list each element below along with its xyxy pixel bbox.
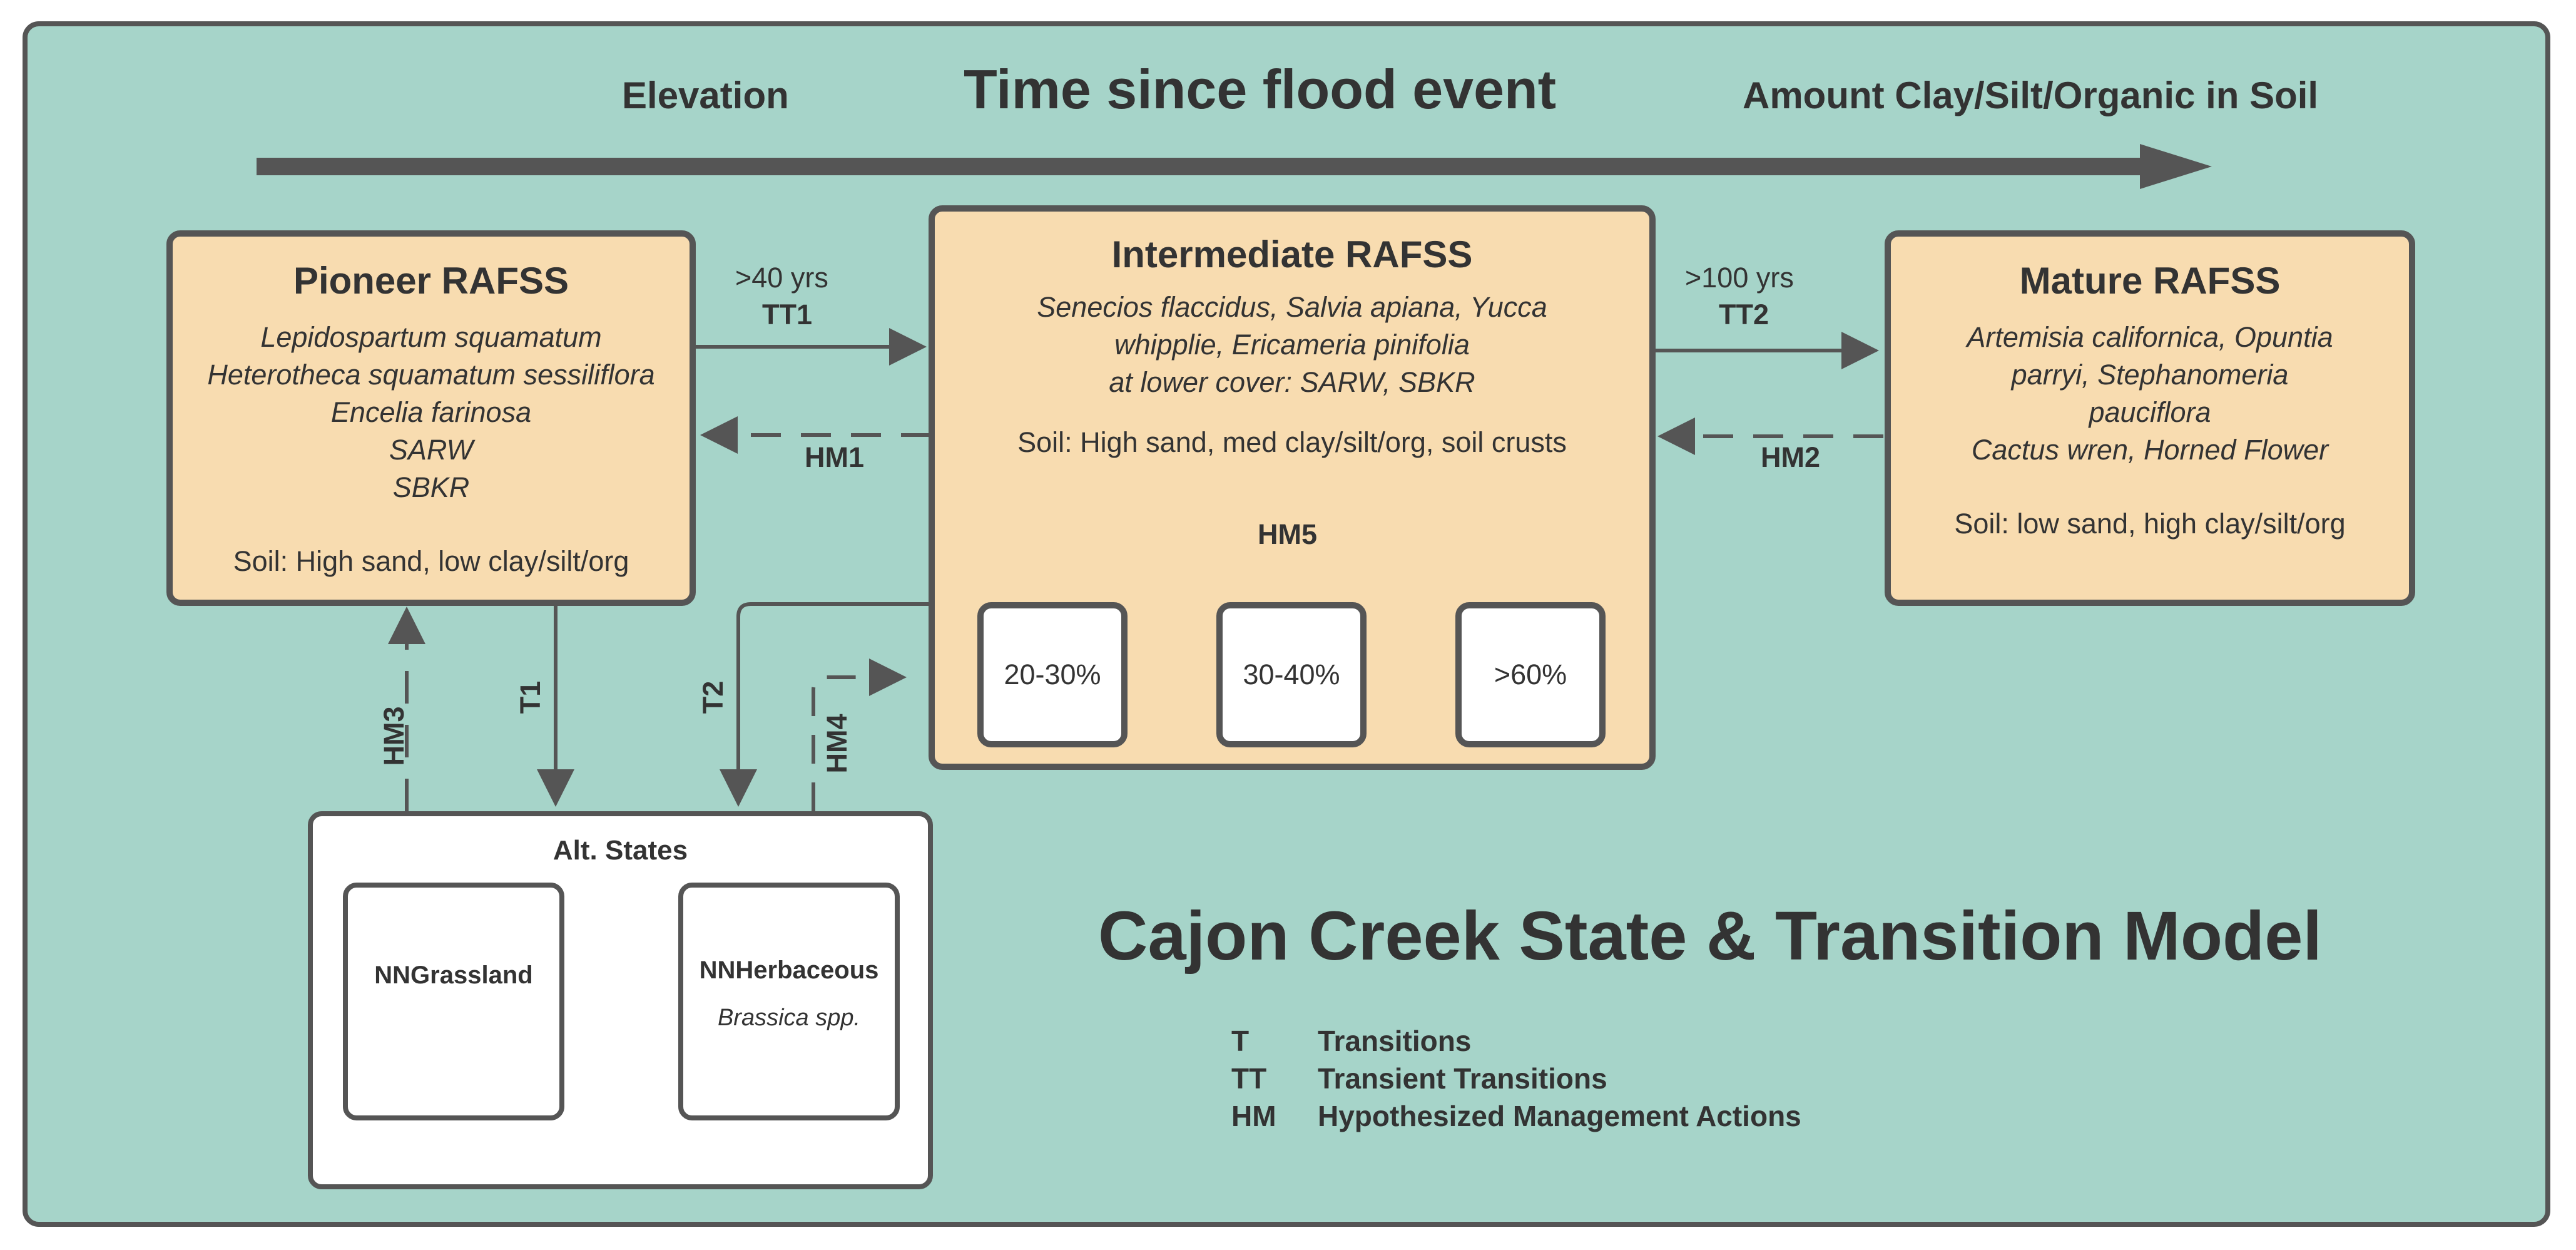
model-title: Cajon Creek State & Transition Model	[1098, 898, 2322, 975]
nngrassland-label: NNGrassland	[374, 961, 533, 989]
t2-label: T2	[697, 680, 729, 714]
species-item: Encelia farinosa	[330, 396, 532, 428]
species-item: pauciflora	[2089, 396, 2211, 428]
cover-box: >60%	[1455, 602, 1606, 747]
hm4-label: HM4	[821, 714, 853, 774]
tt1-label: TT1	[762, 299, 813, 330]
hm1-label: HM1	[805, 441, 865, 473]
legend-text: Hypothesized Management Actions	[1318, 1100, 1801, 1132]
elevation-label: Elevation	[622, 74, 789, 116]
species-item: Lepidospartum squamatum	[260, 321, 602, 353]
species-item: Heterotheca squamatum sessiliflora	[207, 359, 655, 391]
hm5-label: HM5	[1258, 518, 1318, 550]
intermediate-soil: Soil: High sand, med clay/silt/org, soil…	[1017, 426, 1567, 458]
species-item: at lower cover: SARW, SBKR	[1109, 366, 1475, 398]
cover-box: 30-40%	[1216, 602, 1367, 747]
species-item: SARW	[389, 434, 474, 466]
nnherbaceous-label: NNHerbaceous	[699, 956, 879, 984]
species-item: whipplie, Ericameria pinifolia	[1114, 329, 1470, 361]
cover-box: 20-30%	[977, 602, 1128, 747]
species-item: parryi, Stephanomeria	[2011, 359, 2289, 391]
species-item: Cactus wren, Horned Flower	[1971, 434, 2329, 466]
mature-soil: Soil: low sand, high clay/silt/org	[1954, 508, 2346, 540]
soil-amount-label: Amount Clay/Silt/Organic in Soil	[1743, 74, 2319, 116]
pioneer-title: Pioneer RAFSS	[293, 260, 569, 302]
tt2-time-label: >100 yrs	[1685, 262, 1794, 294]
time-since-flood-title: Time since flood event	[964, 58, 1557, 120]
species-item: Artemisia californica, Opuntia	[1967, 321, 2333, 353]
pioneer-soil: Soil: High sand, low clay/silt/org	[233, 545, 629, 577]
nnherbaceous-state: NNHerbaceous Brassica spp.	[678, 883, 900, 1120]
hm2-label: HM2	[1761, 441, 1821, 473]
pioneer-species: Lepidospartum squamatum Heterotheca squa…	[173, 319, 690, 506]
pioneer-state: Pioneer RAFSS Lepidospartum squamatum He…	[166, 230, 696, 606]
nngrassland-state: NNGrassland	[343, 883, 564, 1120]
hm3-label: HM3	[378, 706, 410, 766]
legend-code: T	[1231, 1025, 1250, 1057]
legend-text: Transient Transitions	[1318, 1062, 1607, 1095]
legend-code: HM	[1231, 1100, 1276, 1132]
brassica-label: Brassica spp.	[717, 1005, 861, 1031]
mature-title: Mature RAFSS	[2019, 260, 2281, 302]
t1-label: T1	[514, 680, 546, 714]
species-item: SBKR	[392, 471, 470, 503]
legend-code: TT	[1231, 1062, 1267, 1095]
t2-arrow	[720, 602, 932, 807]
tt1-time-label: >40 yrs	[735, 262, 828, 294]
legend-text: Transitions	[1318, 1025, 1472, 1057]
alt-states-title: Alt. States	[552, 835, 688, 866]
intermediate-species: Senecios flaccidus, Salvia apiana, Yucca…	[935, 289, 1649, 401]
tt2-label: TT2	[1719, 299, 1769, 330]
mature-state: Mature RAFSS Artemisia californica, Opun…	[1885, 230, 2415, 606]
intermediate-title: Intermediate RAFSS	[1111, 233, 1473, 275]
species-item: Senecios flaccidus, Salvia apiana, Yucca	[1037, 291, 1547, 323]
hm4-arrow	[812, 658, 907, 811]
timeline-arrowhead	[2140, 144, 2212, 189]
mature-species: Artemisia californica, Opuntia parryi, S…	[1891, 319, 2409, 469]
